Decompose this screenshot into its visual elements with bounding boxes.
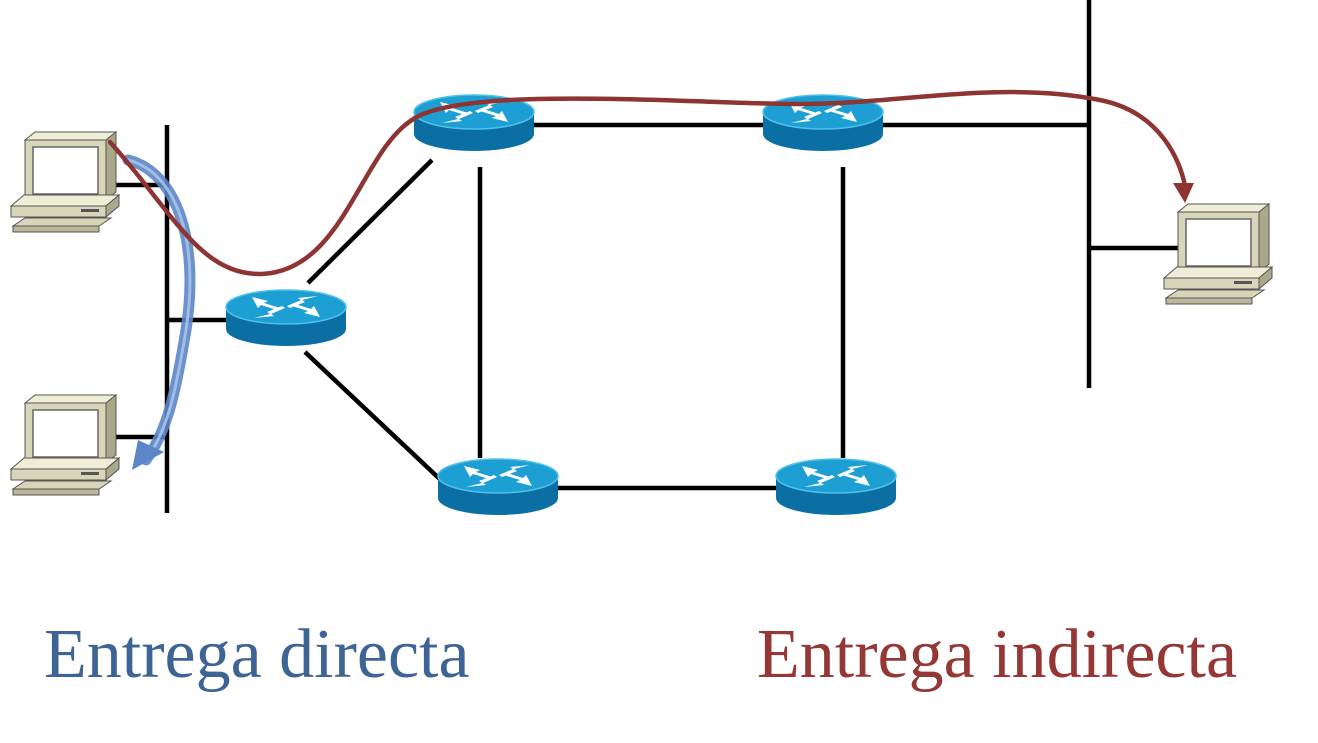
router-icon — [437, 458, 559, 516]
computer-icon — [1163, 203, 1273, 305]
router-icon — [225, 289, 347, 347]
router-icon — [775, 458, 897, 516]
direct-delivery-caption: Entrega directa — [44, 616, 470, 693]
direct-delivery-arrow — [122, 154, 196, 470]
indirect-delivery-caption: Entrega indirecta — [757, 616, 1238, 693]
computer-icon — [10, 394, 120, 496]
network-links — [100, 0, 1180, 513]
computer-icon — [10, 131, 120, 233]
indirect-delivery-arrow — [107, 89, 1194, 277]
